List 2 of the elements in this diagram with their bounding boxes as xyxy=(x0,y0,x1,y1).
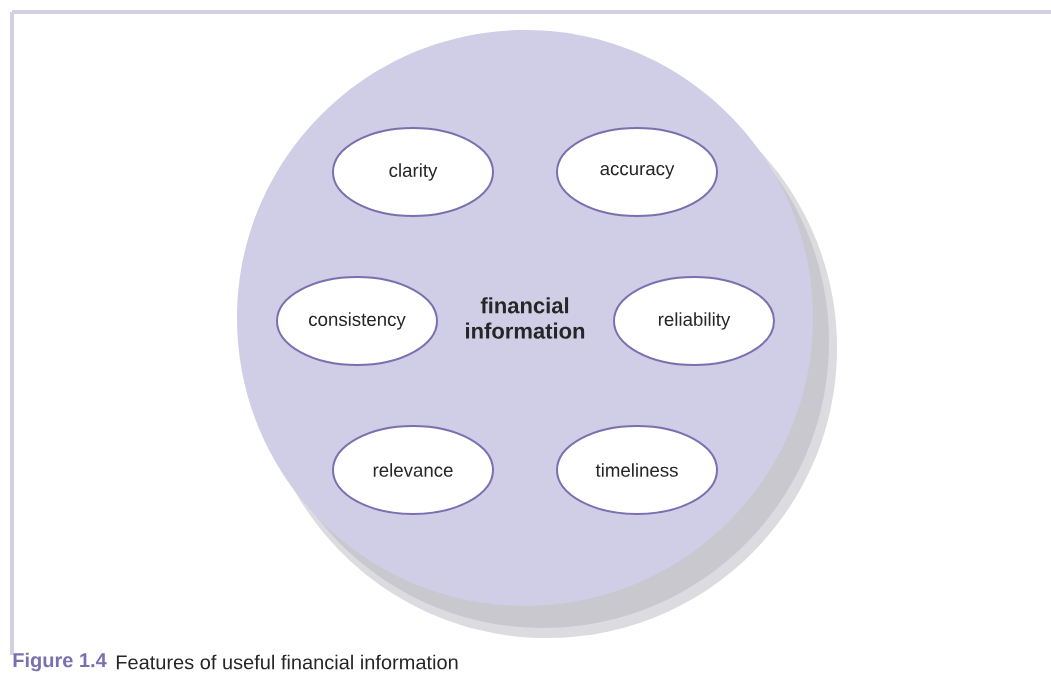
caption: Features of useful financial information xyxy=(116,654,458,670)
figure-number: Figure 1.4 xyxy=(13,652,107,672)
